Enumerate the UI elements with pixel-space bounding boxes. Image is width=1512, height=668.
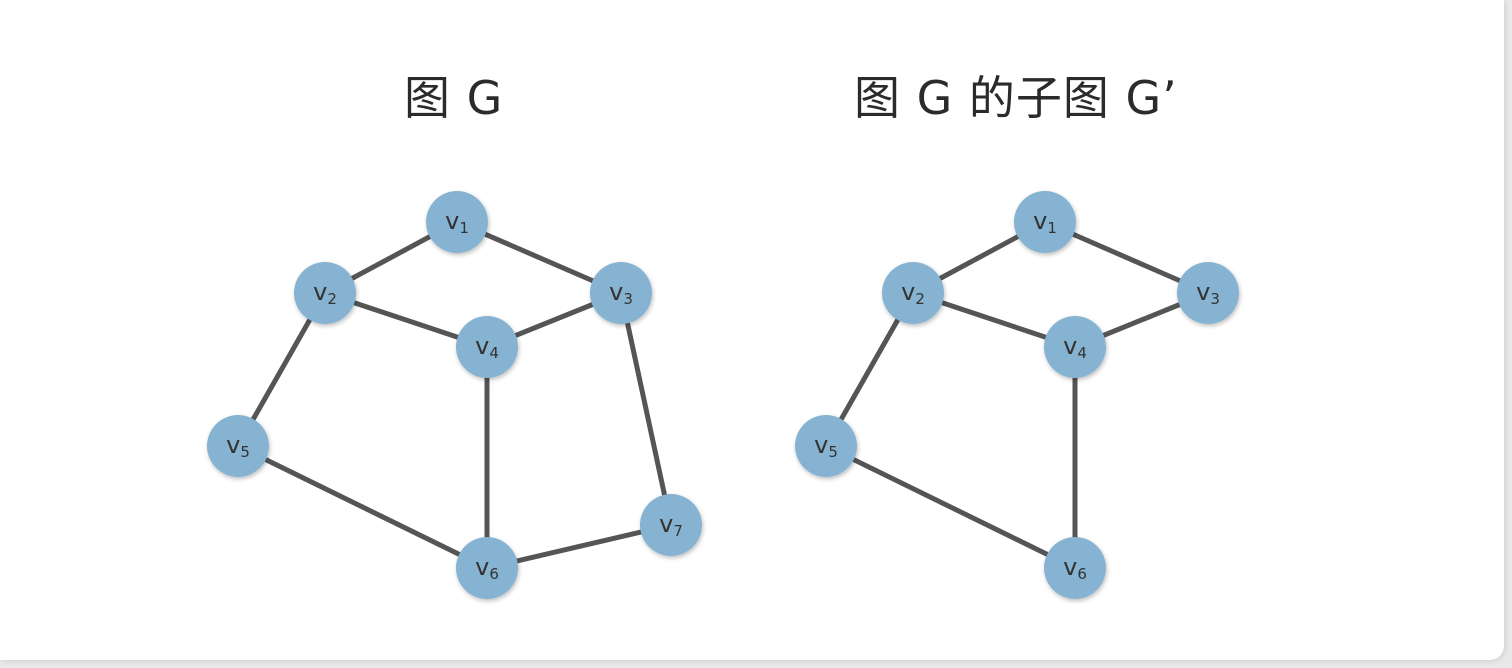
edge-v5-v6 xyxy=(823,443,1078,571)
node-circle xyxy=(795,415,857,477)
node-label: v6 xyxy=(1063,553,1087,583)
node-circle xyxy=(882,262,944,324)
node-circle xyxy=(640,494,702,556)
node-v6: v6 xyxy=(1044,537,1106,599)
node-v5: v5 xyxy=(207,415,269,477)
node-v4: v4 xyxy=(456,316,518,378)
node-v5: v5 xyxy=(795,415,857,477)
node-circle xyxy=(294,262,356,324)
node-v1: v1 xyxy=(1014,191,1076,253)
node-label: v2 xyxy=(313,278,337,308)
node-label: v1 xyxy=(445,207,469,237)
node-v6: v6 xyxy=(456,537,518,599)
node-circle xyxy=(207,415,269,477)
node-label: v1 xyxy=(1033,207,1057,237)
edge-v5-v6 xyxy=(235,443,490,571)
node-circle xyxy=(456,537,518,599)
node-label: v6 xyxy=(475,553,499,583)
node-v3: v3 xyxy=(1177,262,1239,324)
node-v3: v3 xyxy=(590,262,652,324)
node-v2: v2 xyxy=(294,262,356,324)
node-v7: v7 xyxy=(640,494,702,556)
node-v2: v2 xyxy=(882,262,944,324)
subgraph-g-prime: v1 v2 v3 v4 v5 v6 xyxy=(795,191,1239,599)
node-label: v4 xyxy=(475,332,499,362)
subgraph-title: 图 G 的子图 G’ xyxy=(854,71,1178,125)
node-label: v5 xyxy=(814,431,838,461)
node-label: v4 xyxy=(1063,332,1087,362)
node-v1: v1 xyxy=(426,191,488,253)
node-label: v7 xyxy=(659,510,683,540)
node-circle xyxy=(1044,316,1106,378)
edge-v6-v7 xyxy=(484,522,674,571)
node-label: v2 xyxy=(901,278,925,308)
node-circle xyxy=(1044,537,1106,599)
node-circle xyxy=(1177,262,1239,324)
node-label: v5 xyxy=(226,431,250,461)
graph-g: v1 v2 v3 v4 v5 v6 v7 xyxy=(207,191,702,599)
node-label: v3 xyxy=(1196,278,1220,308)
node-circle xyxy=(456,316,518,378)
node-circle xyxy=(1014,191,1076,253)
node-circle xyxy=(590,262,652,324)
graph-g-title: 图 G xyxy=(404,71,504,125)
node-circle xyxy=(426,191,488,253)
node-v4: v4 xyxy=(1044,316,1106,378)
edge-v3-v7 xyxy=(618,290,674,528)
node-label: v3 xyxy=(609,278,633,308)
